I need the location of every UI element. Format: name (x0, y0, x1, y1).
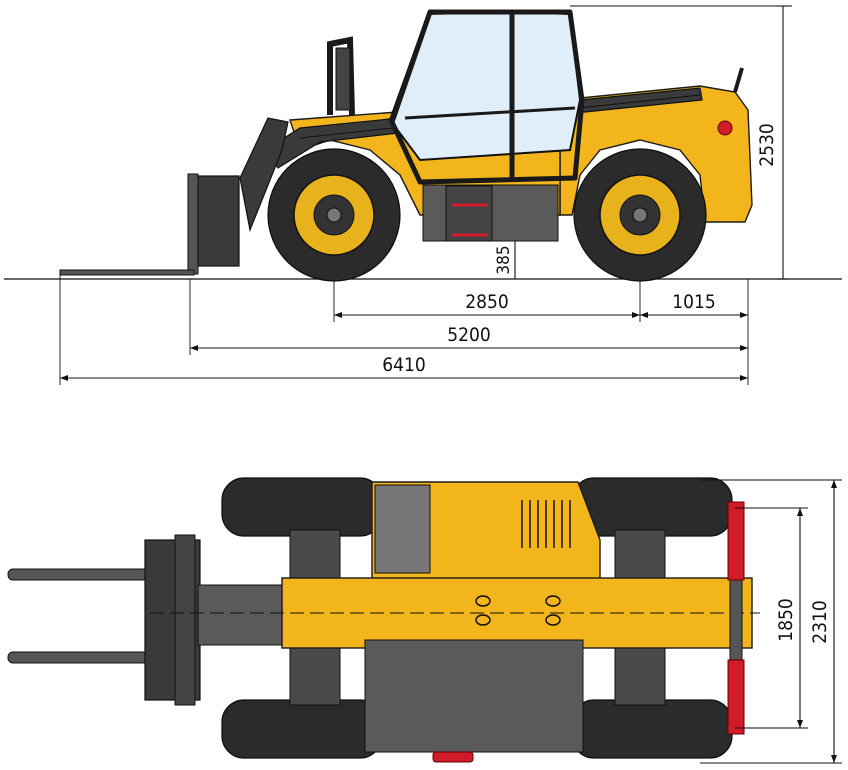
top-chassis-holes (475, 595, 561, 626)
top-cab (364, 639, 584, 753)
top-tyre-rear-left (571, 477, 733, 537)
side-cab-glass (388, 10, 582, 162)
dim-ground-clearance-label: 385 (494, 245, 514, 274)
dim-rear-overhang: 1015 (640, 291, 748, 318)
top-tyre-front-left (221, 477, 383, 537)
side-engine-hood (559, 85, 753, 223)
dim-track-width-label: 1850 (775, 598, 797, 642)
dim-overall-length-label: 6410 (382, 354, 426, 376)
side-exhaust (733, 67, 744, 93)
top-tyre-front-right (221, 699, 383, 759)
side-handrail (327, 36, 355, 116)
side-fork-plate (187, 173, 199, 275)
top-rear-light-upper (727, 501, 745, 581)
dim-track-width: 1850 (775, 508, 803, 728)
dim-wheelbase-label: 2850 (465, 291, 509, 313)
dim-overall-width: 2310 (809, 480, 837, 763)
side-rear-wheel (573, 148, 707, 282)
top-fork-tine-upper (7, 568, 149, 581)
dim-wheelbase: 2850 (334, 291, 640, 318)
top-tyre-rear-right (571, 699, 733, 759)
side-front-wheel (267, 148, 401, 282)
top-boom-head (197, 584, 289, 646)
dim-overall-height-label: 2530 (756, 123, 778, 167)
side-boom-head (239, 117, 289, 233)
side-rear-light (717, 120, 733, 136)
side-boom (264, 87, 703, 169)
side-view: 2530 385 2850 1015 5200 (4, 5, 842, 385)
side-cab-frame (389, 9, 585, 185)
top-cab-roof-grid (374, 484, 431, 574)
dim-ground-clearance: 385 (494, 241, 516, 279)
top-carriage-plate (174, 534, 196, 706)
side-fork-carriage (194, 175, 240, 267)
dim-overall-width-label: 2310 (809, 600, 831, 644)
side-cab-door-edge (404, 106, 576, 120)
side-fork-tine (59, 269, 195, 276)
top-rear-light-lower (727, 659, 745, 735)
top-tow-hook (432, 751, 474, 763)
dim-overall-length: 6410 (60, 354, 748, 381)
side-step-panel (445, 185, 493, 242)
dim-overall-height: 2530 (570, 5, 792, 280)
side-seat (335, 47, 351, 111)
dim-length-to-carriage: 5200 (190, 324, 748, 351)
top-grille (521, 500, 571, 548)
dim-length-to-carriage-label: 5200 (447, 324, 491, 346)
dim-rear-overhang-label: 1015 (672, 291, 716, 313)
top-view: 1850 2310 (7, 477, 842, 764)
top-fork-tine-lower (7, 651, 149, 664)
